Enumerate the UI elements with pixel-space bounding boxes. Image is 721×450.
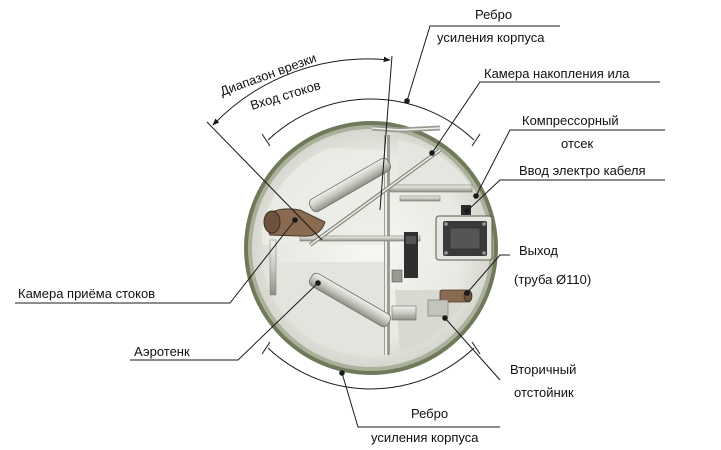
cut-range-arc <box>212 56 391 126</box>
top-manifold-pipe-2 <box>399 195 441 202</box>
aerator-tubes <box>269 125 442 328</box>
top-manifold-pipe <box>389 184 473 193</box>
label-rib-bottom-1: Ребро <box>411 406 448 421</box>
airlift-upper-highlight <box>371 127 441 131</box>
label-compressor-1: Компрессорный <box>522 113 619 128</box>
label-receiving-chamber: Камера приёма стоков <box>18 286 155 301</box>
cut-range-right-line <box>379 55 393 211</box>
partition-wall-highlight <box>385 135 387 355</box>
feed-pipe-left <box>269 239 277 296</box>
label-rib-bottom-2: усиления корпуса <box>371 430 479 445</box>
label-rib-top-2: усиления корпуса <box>437 30 545 45</box>
cut-range-left-line <box>206 121 323 241</box>
aerator-tube-lower <box>308 272 392 328</box>
label-aerotank: Аэротенк <box>134 344 190 359</box>
label-cable-entry: Ввод электро кабеля <box>519 163 646 178</box>
sludge-chamber-floor <box>398 140 470 185</box>
label-rib-top-1: Ребро <box>475 7 512 22</box>
airlift-rod-highlight <box>309 149 441 246</box>
rib-arc-bottom <box>267 347 475 390</box>
label-outlet-2: (труба Ø110) <box>514 272 591 287</box>
label-secondary-1: Вторичный <box>510 362 576 377</box>
aerator-tube-upper <box>308 157 392 213</box>
label-compressor-2: отсек <box>561 136 593 151</box>
leader-lines <box>15 25 665 428</box>
outlet-pipe <box>427 289 473 317</box>
label-sludge-chamber: Камера накопления ила <box>484 66 630 81</box>
aerotank-floor <box>262 262 390 357</box>
transfer-pipe <box>299 235 421 242</box>
label-outlet-1: Выход <box>519 243 558 258</box>
center-equipment <box>391 232 418 321</box>
secondary-settler-floor <box>395 290 470 352</box>
label-secondary-2: отстойник <box>514 385 574 400</box>
